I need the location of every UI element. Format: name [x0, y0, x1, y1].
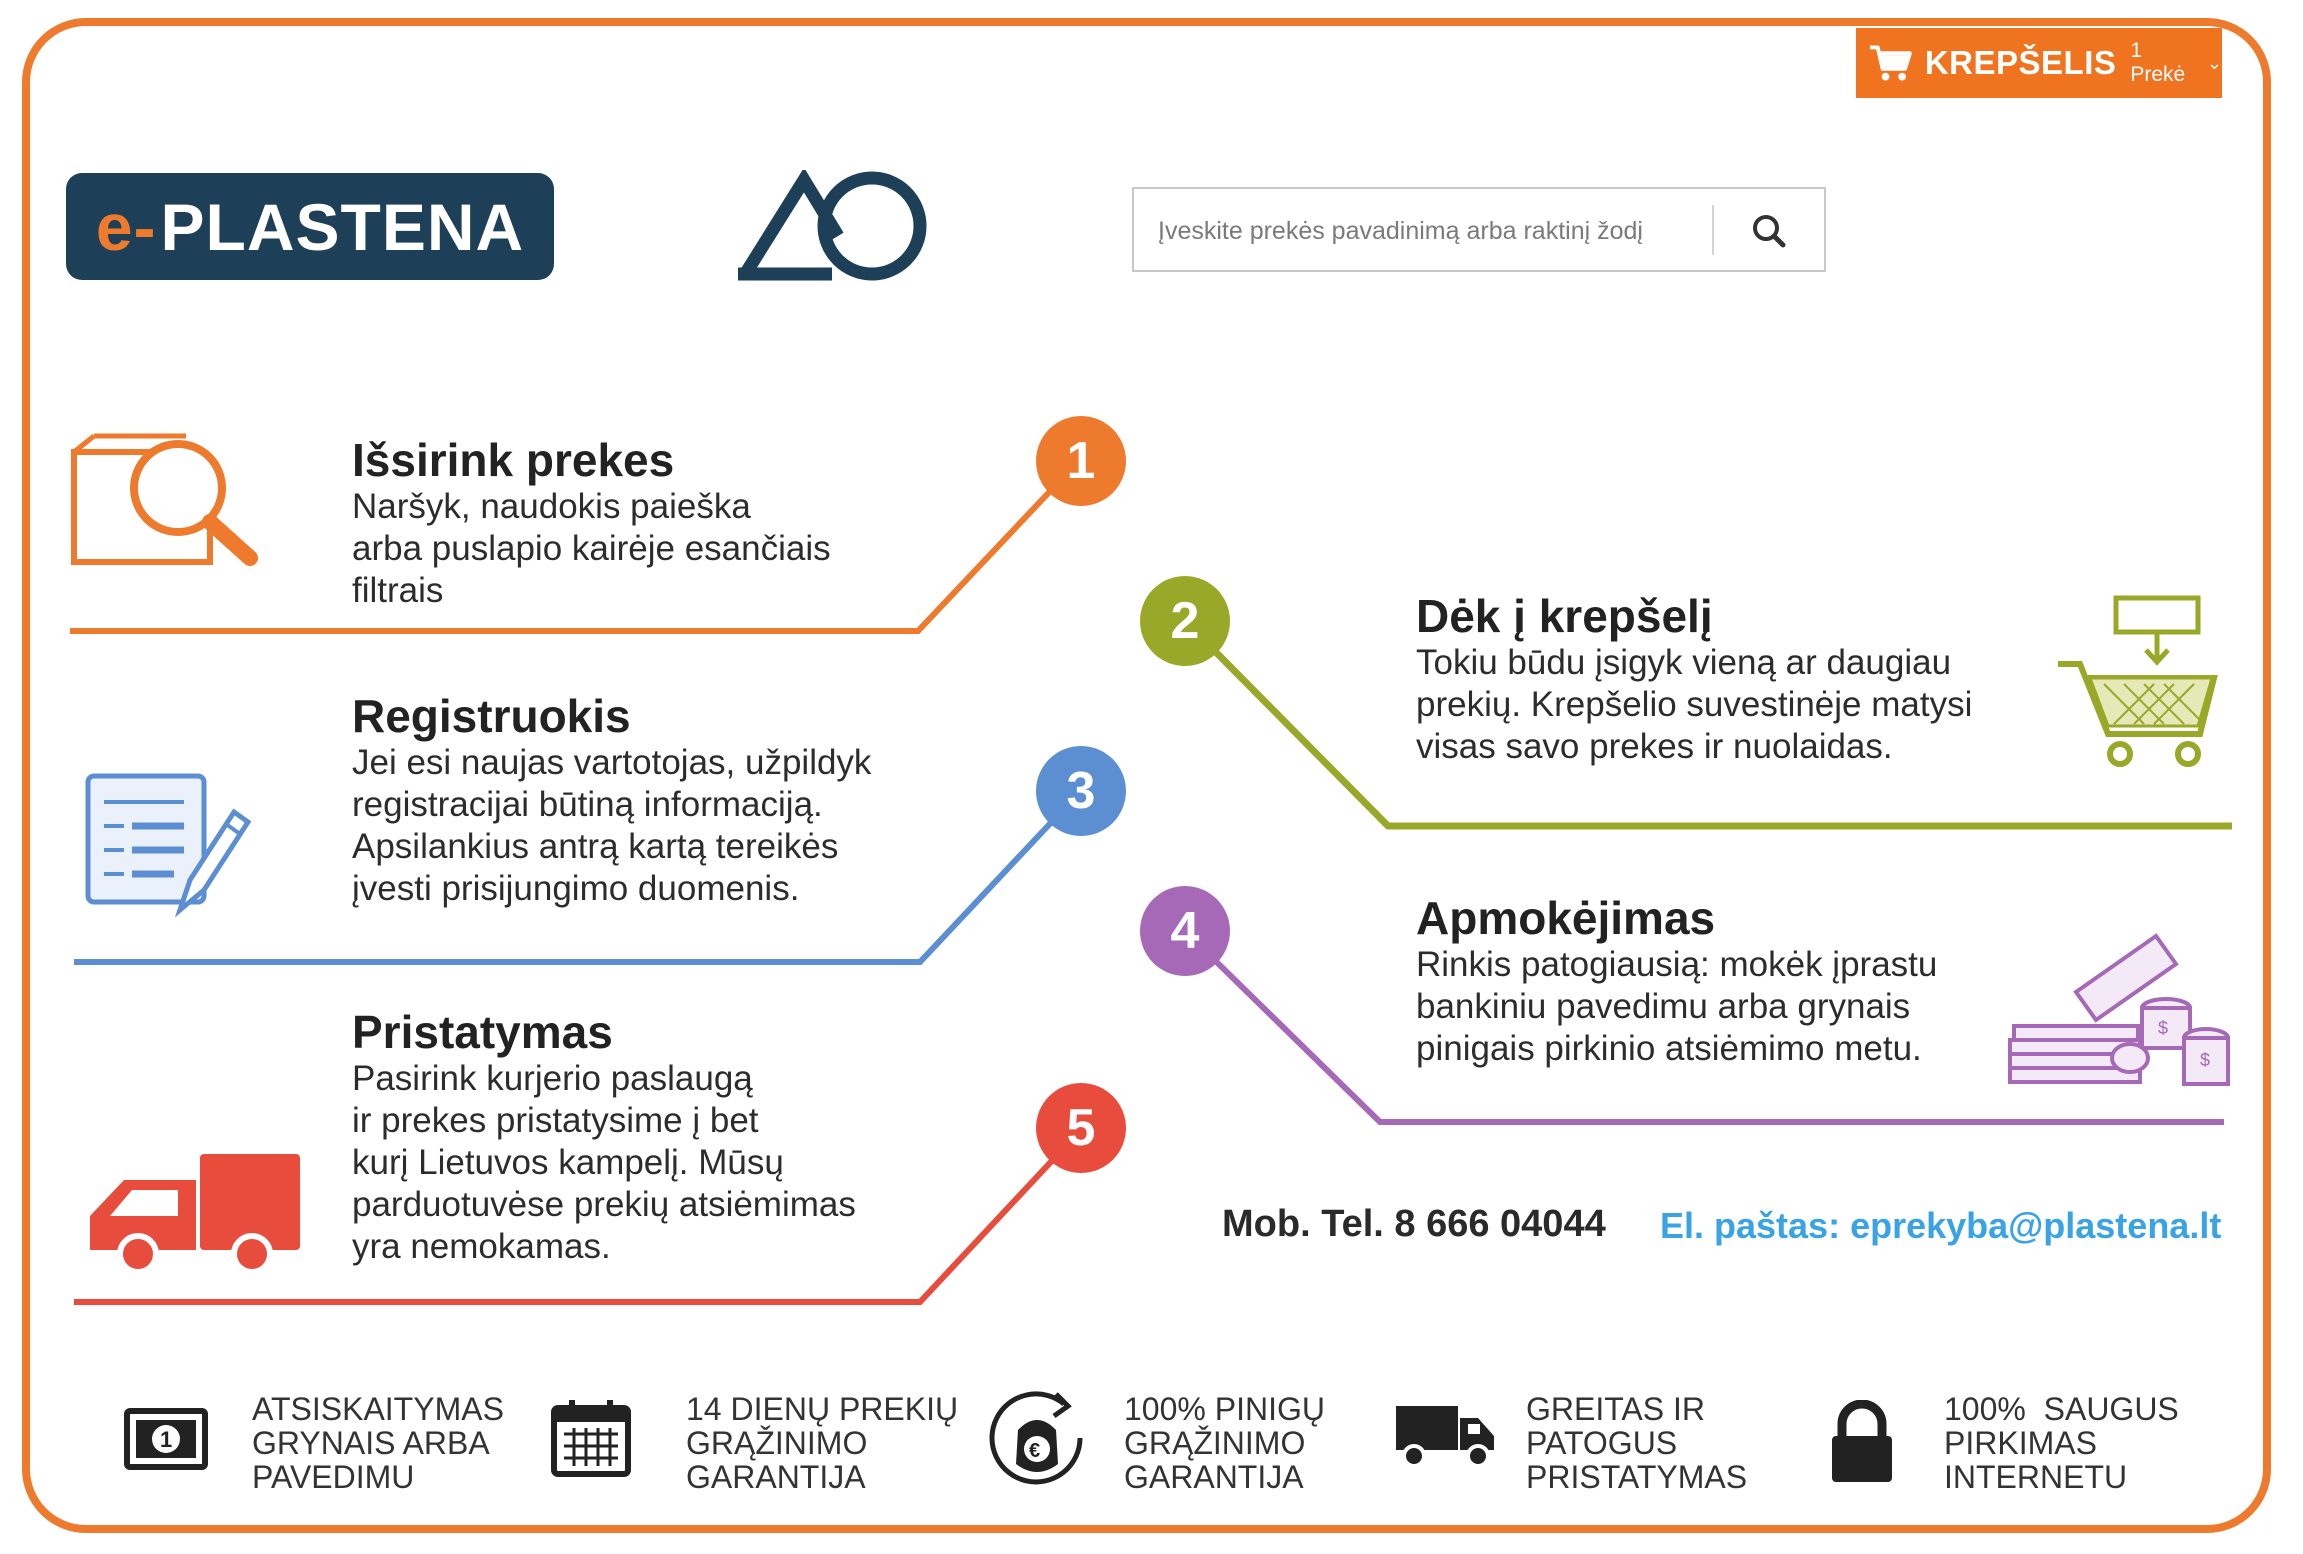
add-to-cart-icon [2058, 595, 2218, 767]
step-5-line-4: parduotuvėse prekių atsiėmimas [352, 1185, 856, 1224]
step-3-line-1: Jei esi naujas vartotojas, užpildyk [352, 743, 872, 782]
search-divider [1712, 205, 1714, 255]
feature-14-day-return: 14 dienų prekių grąžinimo garantija [686, 1391, 959, 1495]
truck-icon [1396, 1406, 1494, 1468]
feature-cash: Atsiskaitymas grynais arba pavedimu [252, 1391, 504, 1495]
step-4-block: Apmokėjimas Rinkis patogiausią: mokėk įp… [1416, 892, 1937, 1070]
phone-number[interactable]: Mob. Tel. 8 666 04044 [1222, 1203, 1606, 1245]
step-1-line [70, 465, 1075, 634]
page-frame [22, 18, 2271, 1533]
step-5-line-5: yra nemokamas. [352, 1227, 611, 1266]
chevron-down-icon: ⌄ [2206, 52, 2222, 73]
step-1-line-1: Naršyk, naudokis paieška [352, 487, 751, 526]
calendar-icon [551, 1400, 631, 1477]
step-5-block: Pristatymas Pasirink kurjerio paslaugą i… [352, 1006, 856, 1268]
step-3-line-2: registracijai būtiną informaciją. [352, 785, 823, 824]
step-3-line-3: Apsilankius antrą kartą tereikės [352, 827, 839, 866]
step-5-line-2: ir prekes pristatysime į bet [352, 1101, 759, 1140]
email-link[interactable]: El. paštas: eprekyba@plastena.lt [1660, 1205, 2222, 1246]
step-4-line [1185, 931, 2224, 1125]
step-1-line-2: arba puslapio kairėje esančiais [352, 529, 831, 568]
registration-form-icon [85, 773, 252, 918]
money-back-icon: € [989, 1391, 1083, 1485]
brand-mark-icon [738, 170, 927, 281]
step-3-title: Registruokis [352, 690, 631, 742]
money-icon: $ $ [2008, 933, 2230, 1086]
step-2-block: Dėk į krepšelį Tokiu būdu įsigyk vieną a… [1416, 590, 1972, 768]
step-4-number: 4 [1140, 886, 1230, 976]
search-bar [1132, 187, 1826, 272]
step-5-number: 5 [1036, 1083, 1126, 1173]
step-4-line-1: Rinkis patogiausią: mokėk įprastu [1416, 945, 1938, 984]
step-4-line-2: bankiniu pavedimu arba grynais [1416, 987, 1911, 1026]
search-button[interactable] [1734, 203, 1804, 259]
step-3-line [74, 793, 1079, 965]
cart-button[interactable]: KREPŠELIS 1 Prekė ⌄ [1856, 28, 2222, 98]
step-5-line [74, 1132, 1079, 1305]
search-icon [1753, 215, 1786, 248]
step-2-line-1: Tokiu būdu įsigyk vieną ar daugiau [1416, 643, 1952, 682]
svg-text:$: $ [2158, 1018, 2168, 1038]
svg-text:$: $ [2200, 1050, 2210, 1070]
step-1-line-3: filtrais [352, 571, 444, 610]
step-2-line-3: visas savo prekes ir nuolaidas. [1416, 727, 1893, 766]
step-3-block: Registruokis Jei esi naujas vartotojas, … [352, 690, 871, 910]
step-5-line-3: kurį Lietuvos kampelį. Mūsų [352, 1143, 784, 1182]
svg-text:1: 1 [160, 1427, 172, 1452]
cash-icon: 1 [124, 1408, 208, 1470]
feature-secure-shopping: 100% saugus pirkimas internetu [1944, 1391, 2179, 1495]
e-plastena-logo[interactable]: e-PLASTENA [66, 173, 554, 280]
step-5-title: Pristatymas [352, 1006, 613, 1058]
svg-text:€: € [1029, 1440, 1040, 1462]
step-2-number: 2 [1140, 576, 1230, 666]
cart-count: 1 Prekė [2130, 39, 2186, 86]
step-1-number: 1 [1036, 416, 1126, 506]
step-4-line-3: pinigais pirkinio atsiėmimo metu. [1416, 1029, 1922, 1068]
step-3-number: 3 [1036, 746, 1126, 836]
step-4-title: Apmokėjimas [1416, 892, 1716, 944]
step-2-line [1185, 621, 2232, 830]
delivery-truck-icon [90, 1154, 300, 1274]
step-1-block: Išsirink prekes Naršyk, naudokis paieška… [352, 434, 831, 612]
feature-money-back: 100% pinigų grąžinimo garantija [1124, 1391, 1325, 1495]
shopping-cart-icon [1869, 45, 1912, 81]
step-5-line-1: Pasirink kurjerio paslaugą [352, 1059, 753, 1098]
feature-fast-delivery: Greitas ir patogus pristatymas [1526, 1391, 1748, 1495]
cart-title: KREPŠELIS [1924, 44, 2117, 81]
step-1-title: Išsirink prekes [352, 434, 675, 486]
step-3-line-4: įvesti prisijungimo duomenis. [352, 869, 800, 908]
padlock-icon [1832, 1400, 1892, 1482]
product-search-icon [71, 433, 258, 566]
search-input[interactable] [1156, 205, 1800, 257]
step-2-line-2: prekių. Krepšelio suvestinėje matysi [1416, 685, 1973, 724]
step-2-title: Dėk į krepšelį [1416, 590, 1713, 642]
